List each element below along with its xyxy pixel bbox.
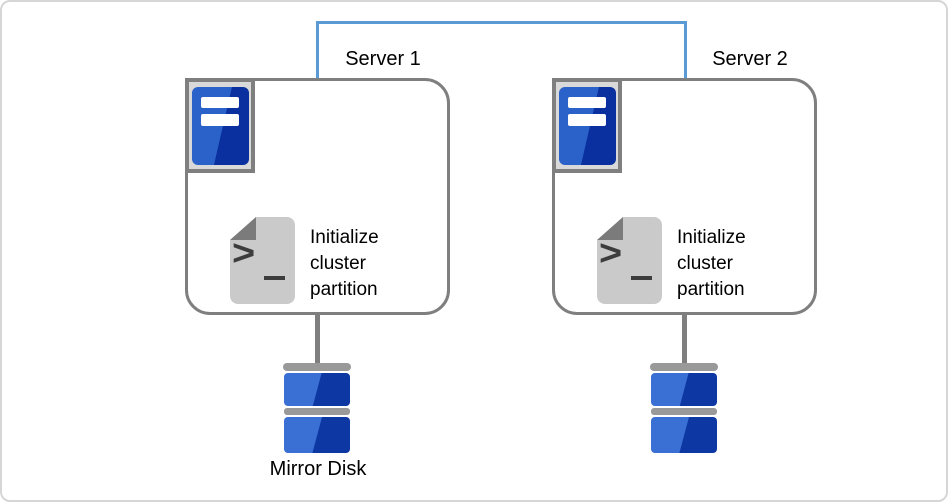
disk-platter <box>651 417 717 453</box>
task-caption: Initialize cluster partition <box>310 227 379 300</box>
server-tower-bar <box>568 97 606 108</box>
disk-platter <box>284 373 350 406</box>
server-interconnect-line <box>316 21 687 79</box>
script-cursor-mark <box>264 276 285 280</box>
server-to-disk-connector <box>682 313 687 365</box>
shell-script-icon: > <box>230 217 295 304</box>
server-1-box <box>185 78 450 315</box>
script-cursor-mark <box>631 276 652 280</box>
server-1-label: Server 1 <box>345 48 421 70</box>
script-prompt-glyph: > <box>599 232 623 273</box>
server-to-disk-connector <box>315 313 320 365</box>
mirror-disk-label: Mirror Disk <box>269 458 367 480</box>
server-tower-bar <box>568 114 606 126</box>
server-tower-bar <box>201 97 239 108</box>
mirror-disk-stack-icon <box>650 363 718 371</box>
disk-platter <box>284 417 350 453</box>
server-tower-bar <box>201 114 239 126</box>
disk-separator <box>284 408 350 415</box>
mirror-disk-stack-icon <box>283 363 351 371</box>
server-2-label: Server 2 <box>712 48 788 70</box>
script-prompt-glyph: > <box>232 232 256 273</box>
disk-separator <box>651 408 717 415</box>
task-caption: Initialize cluster partition <box>677 227 746 300</box>
disk-platter <box>651 373 717 406</box>
shell-script-icon: > <box>597 217 662 304</box>
